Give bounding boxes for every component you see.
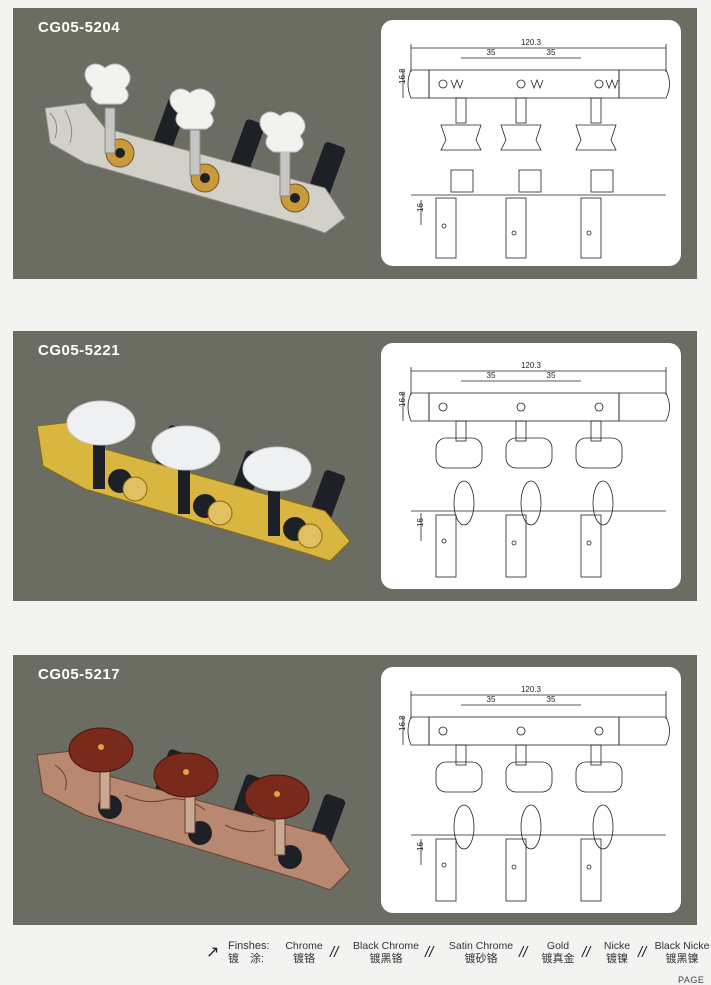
product-code: CG05-5204 xyxy=(38,19,121,36)
dim-height: 16.8 xyxy=(398,68,407,84)
dim-spacing-b: 35 xyxy=(547,48,556,57)
product-code: CG05-5217 xyxy=(38,666,121,683)
dim-spacing-b: 35 xyxy=(547,371,556,380)
separator: // xyxy=(330,944,339,961)
finish-black-chrome: Black Chrome 镀黑铬 xyxy=(353,940,419,965)
separator: // xyxy=(519,944,528,961)
dim-width: 120.3 xyxy=(521,361,542,370)
finishes-label: Finshes: 镀 涂: xyxy=(228,940,270,965)
finish-black-nicke: Black Nicke 镀黑镍 xyxy=(654,940,710,965)
finish-satin-chrome: Satin Chrome 镀砂铬 xyxy=(448,940,514,965)
technical-drawing-2: 120.3 35 35 16.8 16 xyxy=(381,343,681,589)
dim-post: 16 xyxy=(416,203,425,212)
dim-post: 16 xyxy=(416,518,425,527)
dim-width: 120.3 xyxy=(521,685,542,694)
separator: // xyxy=(638,944,647,961)
dim-spacing-a: 35 xyxy=(487,371,496,380)
dim-spacing-b: 35 xyxy=(547,695,556,704)
finish-gold: Gold 镀真金 xyxy=(541,940,575,965)
finish-chrome: Chrome 镀铬 xyxy=(285,940,323,965)
dim-width: 120.3 xyxy=(521,38,542,47)
technical-drawing-1: 120.3 35 35 16.8 16 xyxy=(381,20,681,266)
dim-height: 16.8 xyxy=(398,715,407,731)
product-photo-3 xyxy=(25,695,365,905)
separator: // xyxy=(425,944,434,961)
product-panel-2: CG05-5221 xyxy=(13,331,697,601)
product-panel-3: CG05-5217 xyxy=(13,655,697,925)
dim-post: 16 xyxy=(416,842,425,851)
product-photo-1 xyxy=(25,48,365,258)
page-tag: PAGE xyxy=(678,975,705,985)
technical-drawing-3: 120.3 35 35 16.8 16 xyxy=(381,667,681,913)
product-photo-2 xyxy=(25,371,365,581)
product-panel-1: CG05-5204 xyxy=(13,8,697,279)
finishes-legend: ↗ Finshes: 镀 涂: Chrome 镀铬 // Black Chrom… xyxy=(206,940,711,980)
dim-spacing-a: 35 xyxy=(487,48,496,57)
finish-nicke: Nicke 镀镍 xyxy=(603,940,631,965)
separator: // xyxy=(582,944,591,961)
dim-height: 16.8 xyxy=(398,391,407,407)
dim-spacing-a: 35 xyxy=(487,695,496,704)
arrow-icon: ↗ xyxy=(206,944,220,961)
product-code: CG05-5221 xyxy=(38,342,121,359)
